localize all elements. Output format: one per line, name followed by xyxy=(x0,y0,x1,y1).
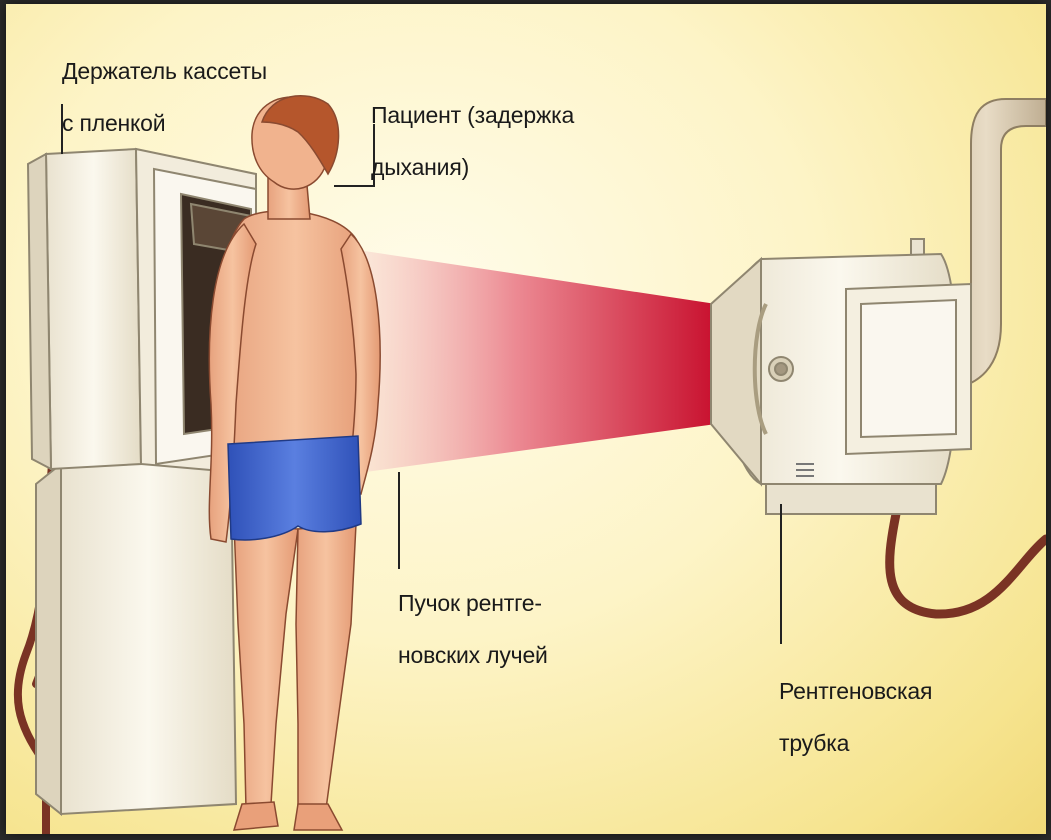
label-patient: Пациент (задержка дыхания) xyxy=(371,76,574,206)
label-patient-line1: Пациент (задержка xyxy=(371,102,574,128)
label-cassette-holder-line2: с пленкой xyxy=(62,110,267,136)
label-beam: Пучок рентге- новских лучей xyxy=(398,564,548,694)
tube-cable xyxy=(890,514,1046,614)
label-patient-line2: дыхания) xyxy=(371,154,574,180)
label-cassette-holder: Держатель кассеты с пленкой xyxy=(62,32,267,162)
xray-beam xyxy=(351,249,716,474)
label-tube: Рентгеновская трубка xyxy=(779,652,932,782)
leader-patient xyxy=(334,124,374,186)
label-cassette-holder-line1: Держатель кассеты xyxy=(62,58,267,84)
xray-diagram: Держатель кассеты с пленкой Пациент (зад… xyxy=(6,4,1046,834)
label-beam-line2: новских лучей xyxy=(398,642,548,668)
xray-tube xyxy=(711,239,971,514)
label-tube-line2: трубка xyxy=(779,730,932,756)
label-beam-line1: Пучок рентге- xyxy=(398,590,548,616)
label-tube-line1: Рентгеновская xyxy=(779,678,932,704)
